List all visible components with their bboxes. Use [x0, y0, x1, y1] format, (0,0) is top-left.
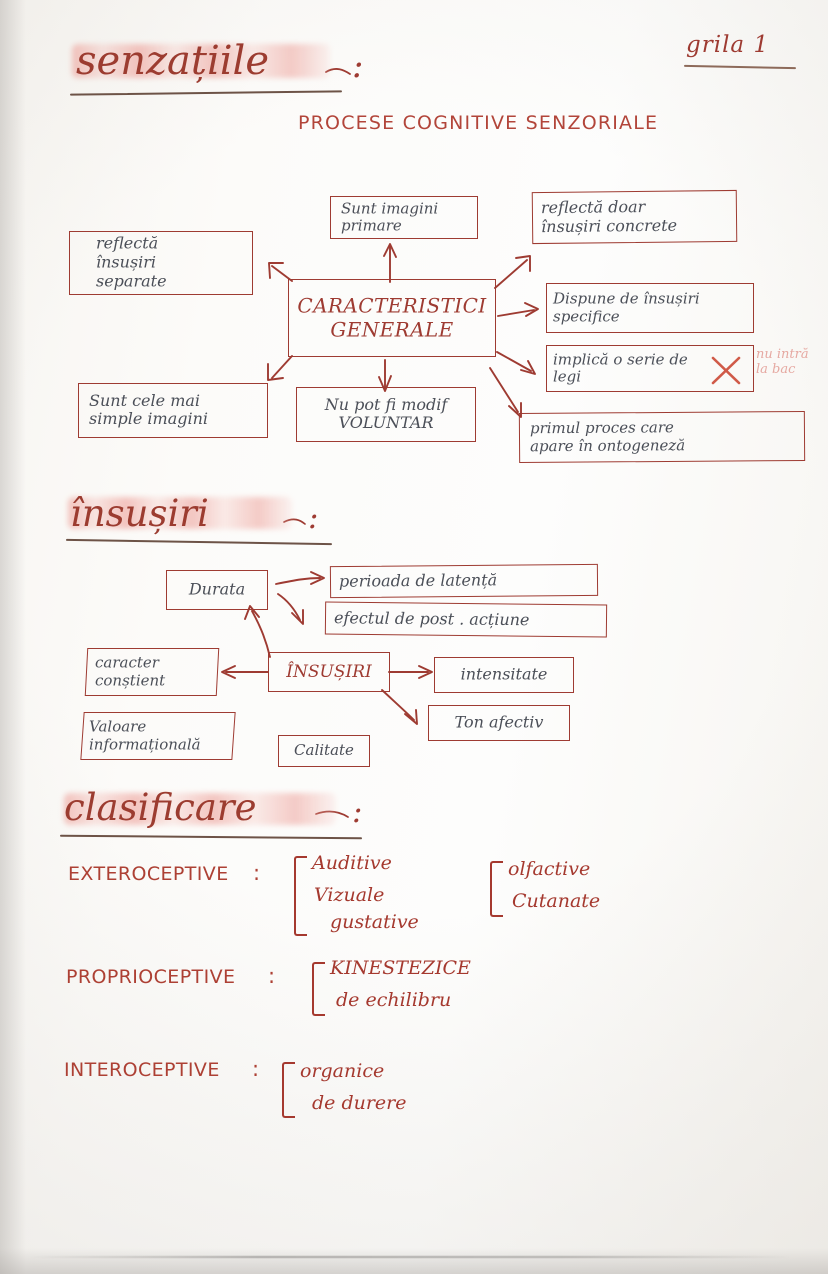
node-caracteristici-generale: CARACTERISTICI GENERALE	[288, 279, 496, 357]
bracket-exteroceptive-col2	[490, 861, 503, 917]
node-label: ÎNSUȘIRI	[286, 661, 372, 682]
class-item: organice	[300, 1060, 385, 1082]
node-label: reflectă doar însușiri concrete	[540, 197, 678, 236]
node-label: reflectă însușiri separate	[96, 233, 167, 291]
section-title-insusiri: însușiri	[70, 492, 209, 535]
class-group-colon-proprioceptive: :	[268, 964, 276, 988]
node-label: implică o serie de legi	[553, 349, 688, 386]
class-item: Cutanate	[512, 890, 601, 912]
node-label: Nu pot fi modif VOLUNTAR	[324, 394, 448, 433]
node-sunt-imagini-primare: Sunt imagini primare	[330, 196, 478, 239]
node-implica-o-serie-de-legi: implică o serie de legi	[546, 345, 754, 392]
node-label: Ton afectiv	[454, 712, 544, 732]
node-reflecta-doar-insusiri-concrete: reflectă doar însușiri concrete	[531, 189, 738, 245]
class-item: Vizuale	[314, 884, 385, 906]
insusiri-underline	[66, 538, 332, 546]
page-edge	[30, 1256, 790, 1258]
corner-note: grila 1	[686, 32, 770, 58]
node-label: Sunt cele mai simple imagini	[89, 390, 209, 429]
node-sunt-cele-mai-simple-imagini: Sunt cele mai simple imagini	[78, 383, 268, 438]
clasificare-underline	[59, 834, 363, 840]
node-label: Durata	[188, 579, 246, 599]
title-underline	[69, 90, 343, 96]
page-title: senzațiile	[76, 38, 270, 84]
node-efectul-de-post-actiune: efectul de post . acțiune	[324, 601, 608, 638]
class-group-label-exteroceptive: EXTEROCEPTIVE	[68, 863, 229, 885]
node-caracter-constient: caracter conștient	[84, 648, 220, 696]
bracket-interoceptive	[282, 1062, 295, 1118]
class-item: gustative	[330, 911, 419, 933]
node-label: Dispune de însușiri specifice	[553, 289, 700, 325]
class-item: de durere	[312, 1092, 407, 1114]
page-subtitle: PROCESE COGNITIVE SENZORIALE	[298, 112, 659, 134]
node-insusiri-center: ÎNSUȘIRI	[268, 652, 390, 692]
node-primul-proces-care-apare: primul proces care apare în ontogeneză	[518, 411, 806, 463]
node-durata: Durata	[166, 570, 268, 610]
page-title-colon: :	[352, 46, 365, 86]
node-valoare-informationala: Valoare informațională	[80, 712, 236, 760]
node-label: CARACTERISTICI GENERALE	[297, 293, 487, 341]
page-shadow-left	[0, 0, 26, 1274]
node-reflecta-insusiri-separate: reflectă însușiri separate	[69, 231, 253, 295]
node-label: caracter conștient	[95, 653, 166, 689]
node-nu-pot-fi-modif-voluntar: Nu pot fi modif VOLUNTAR	[296, 387, 476, 442]
node-dispune-de-insusiri-specifice: Dispune de însușiri specifice	[546, 283, 754, 333]
class-group-label-proprioceptive: PROPRIOCEPTIVE	[66, 966, 236, 988]
node-label: efectul de post . acțiune	[333, 607, 530, 629]
node-label: primul proces care apare în ontogeneză	[529, 418, 686, 455]
node-label: Valoare informațională	[89, 717, 201, 753]
class-group-colon-exteroceptive: :	[253, 861, 261, 885]
class-group-colon-interoceptive: :	[252, 1057, 260, 1081]
node-label: perioada de latență	[338, 570, 498, 591]
bracket-exteroceptive-col1	[294, 856, 307, 936]
class-item: KINESTEZICE	[330, 957, 471, 979]
margin-note-nu-intra-la-bac: nu intră la bac	[756, 347, 809, 377]
node-label: Sunt imagini primare	[341, 198, 439, 235]
node-label: Calitate	[294, 741, 354, 760]
node-calitate: Calitate	[278, 735, 370, 767]
bracket-proprioceptive	[312, 962, 325, 1016]
class-item: Auditive	[312, 852, 392, 874]
section-title-insusiri-colon: :	[308, 500, 320, 536]
page-shadow-bottom	[0, 1248, 828, 1274]
class-item: olfactive	[508, 858, 591, 880]
section-title-clasificare: clasificare	[64, 786, 257, 829]
corner-note-underline	[683, 64, 797, 69]
class-group-label-interoceptive: INTEROCEPTIVE	[64, 1059, 220, 1081]
class-item: de echilibru	[336, 989, 452, 1011]
node-label: intensitate	[460, 664, 548, 684]
node-ton-afectiv: Ton afectiv	[428, 705, 570, 741]
section-title-clasificare-colon: :	[352, 794, 364, 830]
node-intensitate: intensitate	[434, 657, 574, 693]
node-perioada-de-latenta: perioada de latență	[329, 563, 599, 599]
